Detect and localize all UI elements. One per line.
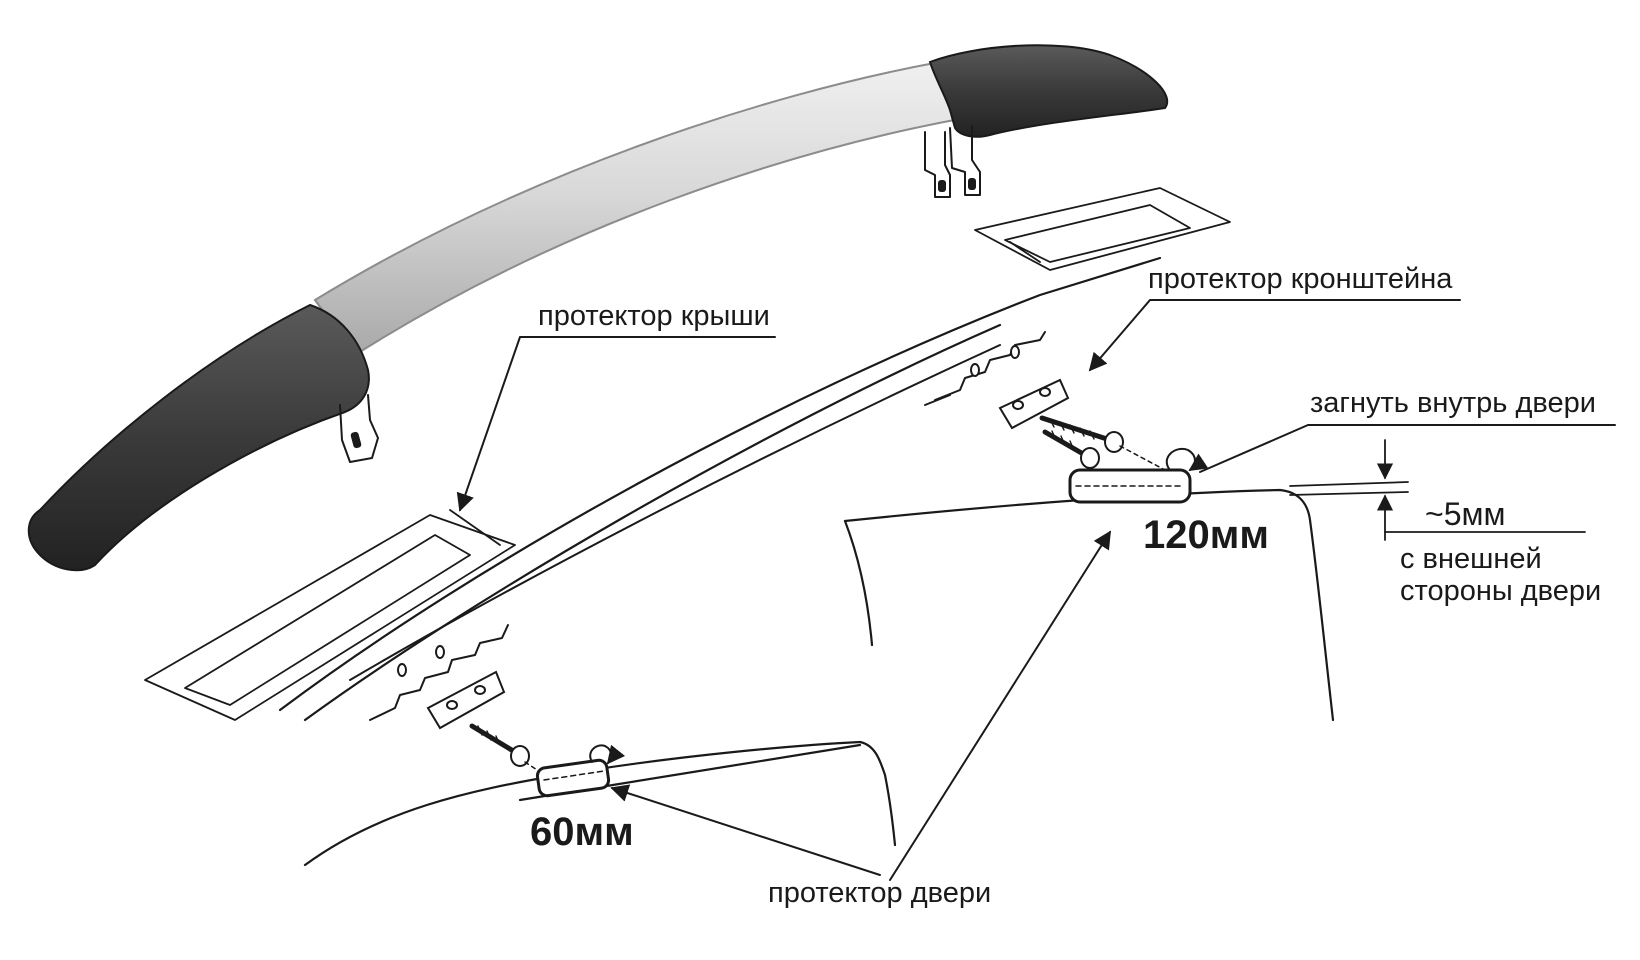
gap-dimension	[1376, 439, 1586, 541]
rear-bracket-protector-plate	[998, 378, 1070, 430]
door-protector-rear	[1068, 447, 1209, 504]
rear-door-contour	[843, 481, 1409, 722]
label-roof-protector: протектор крыши	[538, 300, 770, 332]
leader-roof-protector	[456, 336, 776, 512]
roof-rail	[27, 44, 1168, 572]
roof-protector-front	[144, 509, 516, 721]
rail-mount-tabs-rear	[924, 125, 981, 198]
door-protector-front	[535, 744, 626, 798]
label-bracket-protector: протектор кронштейна	[1148, 263, 1453, 295]
label-length-120: 120мм	[1143, 513, 1269, 557]
leader-bend-inside	[1199, 424, 1616, 473]
label-outer-side-line1: с внешней	[1400, 543, 1542, 575]
label-door-protector: протектор двери	[768, 877, 991, 909]
label-length-60: 60мм	[530, 810, 634, 854]
leader-bracket-protector	[1088, 299, 1461, 372]
front-bracket-protector-plate	[426, 670, 506, 730]
roof-protector-rear	[974, 187, 1231, 271]
rear-bracket-seat	[924, 331, 1046, 406]
rail-end-cap-rear	[928, 44, 1168, 138]
front-bracket-seat	[369, 624, 509, 721]
label-bend-inside: загнуть внутрь двери	[1310, 387, 1596, 419]
rear-screws	[1039, 415, 1166, 471]
roof-contour	[278, 256, 1162, 722]
rail-end-cap-front	[27, 303, 370, 572]
rail-mount-tab-front	[339, 394, 379, 463]
label-gap: ~5мм	[1425, 496, 1505, 532]
label-outer-side-line2: стороны двери	[1400, 575, 1601, 607]
leader-door-protector	[610, 530, 1111, 881]
